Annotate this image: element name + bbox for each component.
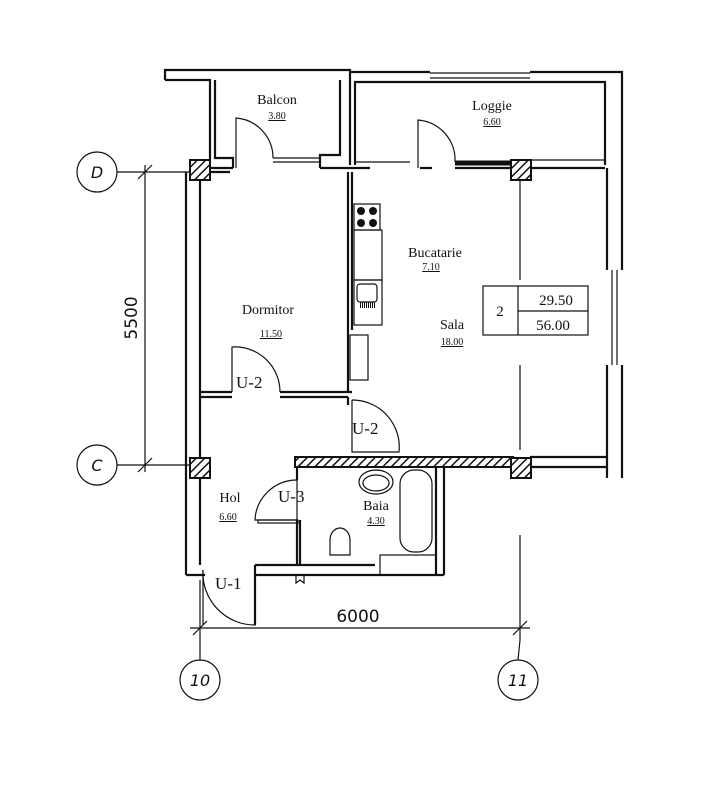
room-area-sala: 18.00	[441, 337, 464, 348]
room-name-dormitor: Dormitor	[242, 303, 294, 318]
area-summary-box: 2 29.50 56.00	[482, 285, 589, 336]
walls	[163, 68, 624, 625]
room-area-loggie: 6.60	[483, 117, 501, 128]
door-label-u2-kitchen: U-2	[352, 419, 378, 438]
room-name-baia: Baia	[363, 499, 389, 514]
balcony-door-icon	[235, 117, 274, 168]
svg-text:10: 10	[190, 671, 210, 690]
dimension-vertical: 5500	[122, 296, 142, 339]
room-area-bucatarie: 7.10	[422, 262, 440, 273]
svg-text:11: 11	[508, 671, 528, 690]
room-name-sala: Sala	[440, 318, 465, 333]
room-name-hol: Hol	[220, 491, 241, 506]
stove-icon	[353, 203, 381, 231]
dormitor-door-icon	[231, 346, 281, 393]
axis-marker-d: D	[76, 151, 118, 193]
counter-icon	[353, 229, 383, 281]
bathtub-icon	[399, 469, 433, 553]
room-name-balcon: Balcon	[257, 93, 297, 108]
sink-icon	[353, 279, 383, 326]
kitchen-door-icon	[351, 399, 400, 453]
svg-text:C: C	[91, 456, 103, 475]
door-label-u1: U-1	[215, 574, 241, 593]
door-label-u2-dormitor: U-2	[236, 373, 262, 392]
room-name-loggie: Loggie	[472, 99, 512, 114]
room-name-bucatarie: Bucatarie	[408, 246, 462, 261]
room-area-hol: 6.60	[219, 512, 237, 523]
bath-door-icon	[254, 479, 298, 521]
grid-lines	[117, 164, 530, 661]
svg-text:D: D	[91, 163, 103, 182]
door-label-u3: U-3	[278, 487, 304, 506]
total-area: 56.00	[536, 318, 570, 334]
rooms-count: 2	[496, 304, 504, 320]
washbasin-icon	[358, 469, 394, 495]
doors	[202, 117, 456, 626]
fixtures	[329, 203, 433, 556]
fridge-icon	[349, 334, 369, 381]
columns	[189, 159, 532, 479]
axis-marker-c: C	[76, 444, 118, 486]
axis-marker-10: 10	[179, 659, 221, 701]
living-area: 29.50	[539, 293, 573, 309]
loggie-door-icon	[417, 119, 456, 168]
dimension-horizontal: 6000	[336, 607, 379, 627]
room-area-baia: 4.30	[367, 516, 385, 527]
axis-marker-11: 11	[497, 659, 539, 701]
room-area-balcon: 3.80	[268, 111, 286, 122]
toilet-icon	[329, 527, 351, 556]
room-area-dormitor: 11.50	[260, 329, 282, 340]
